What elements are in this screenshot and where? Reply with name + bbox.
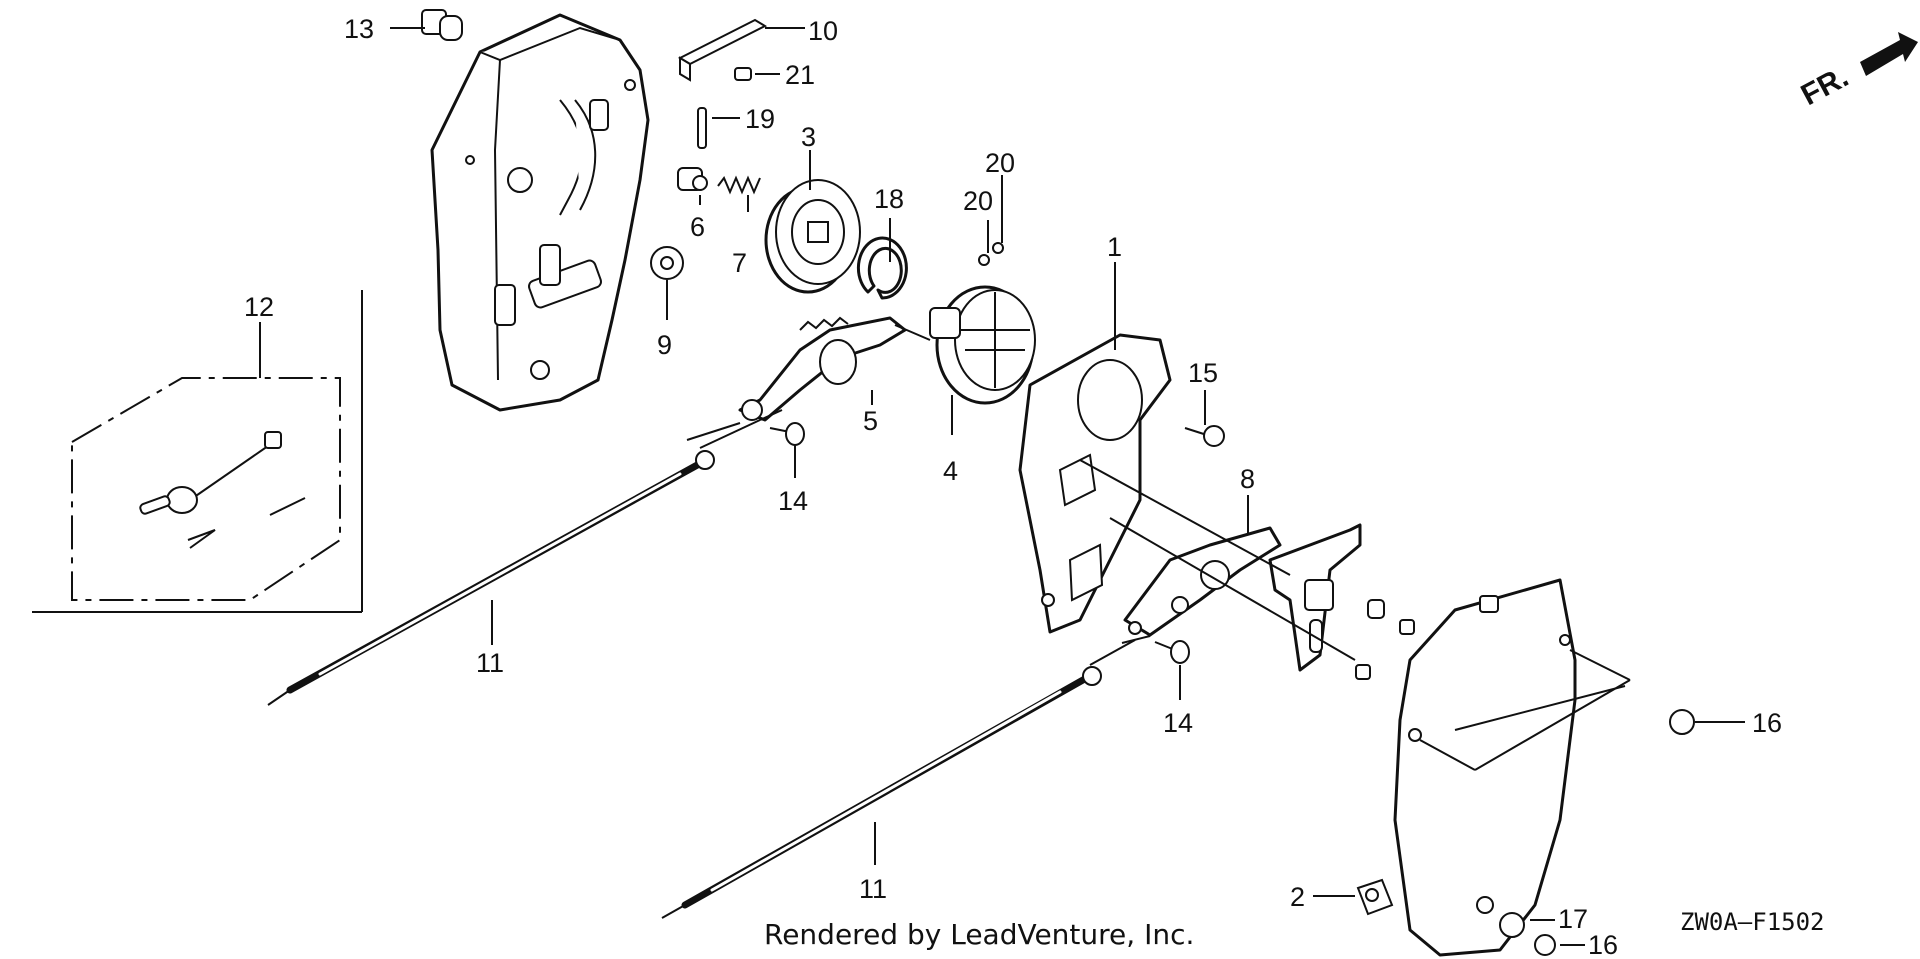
part-9-washer: [650, 246, 684, 280]
callout-3: 3: [801, 122, 816, 152]
callout-17: 17: [1558, 904, 1588, 934]
callout-2: 2: [1290, 882, 1305, 912]
part-12-kit-box: [32, 290, 363, 613]
callout-6: 6: [690, 212, 705, 242]
callout-11b: 11: [859, 874, 887, 904]
part-14-bolt-lower: [1154, 640, 1190, 664]
callout-15: 15: [1188, 358, 1218, 388]
part-16-bolt-right: [1669, 709, 1695, 735]
part-7-spring: [717, 175, 761, 195]
callout-9: 9: [657, 330, 672, 360]
callout-13: 13: [344, 14, 374, 44]
callout-14a: 14: [778, 486, 808, 516]
callout-1: 1: [1107, 232, 1122, 262]
callout-21: 21: [785, 60, 815, 90]
part-6-detent: [677, 167, 708, 191]
part-right-cover: [1393, 578, 1577, 957]
assembly-lines: [686, 324, 1631, 771]
front-direction-arrow: FR.: [1796, 32, 1918, 112]
callout-4: 4: [943, 456, 958, 486]
callout-5: 5: [863, 406, 878, 436]
part-15-bolt: [1184, 425, 1225, 447]
part-11-cable-lower: [661, 666, 1102, 919]
callout-20b: 20: [963, 186, 993, 216]
part-14-bolt-upper: [769, 422, 805, 446]
part-3-gear-drum: [764, 179, 861, 294]
part-10-key: [677, 18, 768, 82]
part-16-bolt-bottom: [1534, 934, 1556, 956]
callout-16b: 16: [1588, 930, 1618, 959]
callout-10: 10: [808, 16, 838, 46]
part-4-drum: [929, 285, 1036, 405]
part-2-bushing: [1356, 878, 1394, 916]
part-21-block: [734, 67, 752, 81]
direction-label: FR.: [1796, 60, 1854, 112]
credit-text: Rendered by LeadVenture, Inc.: [764, 918, 1194, 951]
callout-20a: 20: [985, 148, 1015, 178]
part-18-circlip: [856, 236, 908, 300]
callout-14b: 14: [1163, 708, 1193, 738]
diagram-code: ZW0A—F1502: [1680, 908, 1825, 936]
part-20-ball-a: [978, 254, 990, 266]
part-8-plate: [1123, 526, 1282, 637]
part-5-lever: [738, 316, 907, 422]
part-shift-bracket: [1268, 523, 1415, 680]
callouts: 13 10 21 19 3 18 20 20 6 7 9 1 15 5 4 14…: [244, 14, 1782, 959]
part-13-bolt: [421, 9, 463, 41]
part-19-pin: [697, 107, 707, 149]
callout-11a: 11: [476, 648, 504, 678]
part-11-cable-upper: [267, 450, 715, 706]
callout-8: 8: [1240, 464, 1255, 494]
part-housing-case: [430, 13, 650, 412]
part-20-ball-b: [992, 242, 1004, 254]
callout-12: 12: [244, 292, 274, 322]
part-17-washer: [1499, 912, 1525, 938]
leader-lines: [259, 27, 1745, 946]
callout-18: 18: [874, 184, 904, 214]
part-1-bracket: [1018, 333, 1172, 634]
callout-7: 7: [732, 248, 747, 278]
callout-19: 19: [745, 104, 775, 134]
callout-16a: 16: [1752, 708, 1782, 738]
